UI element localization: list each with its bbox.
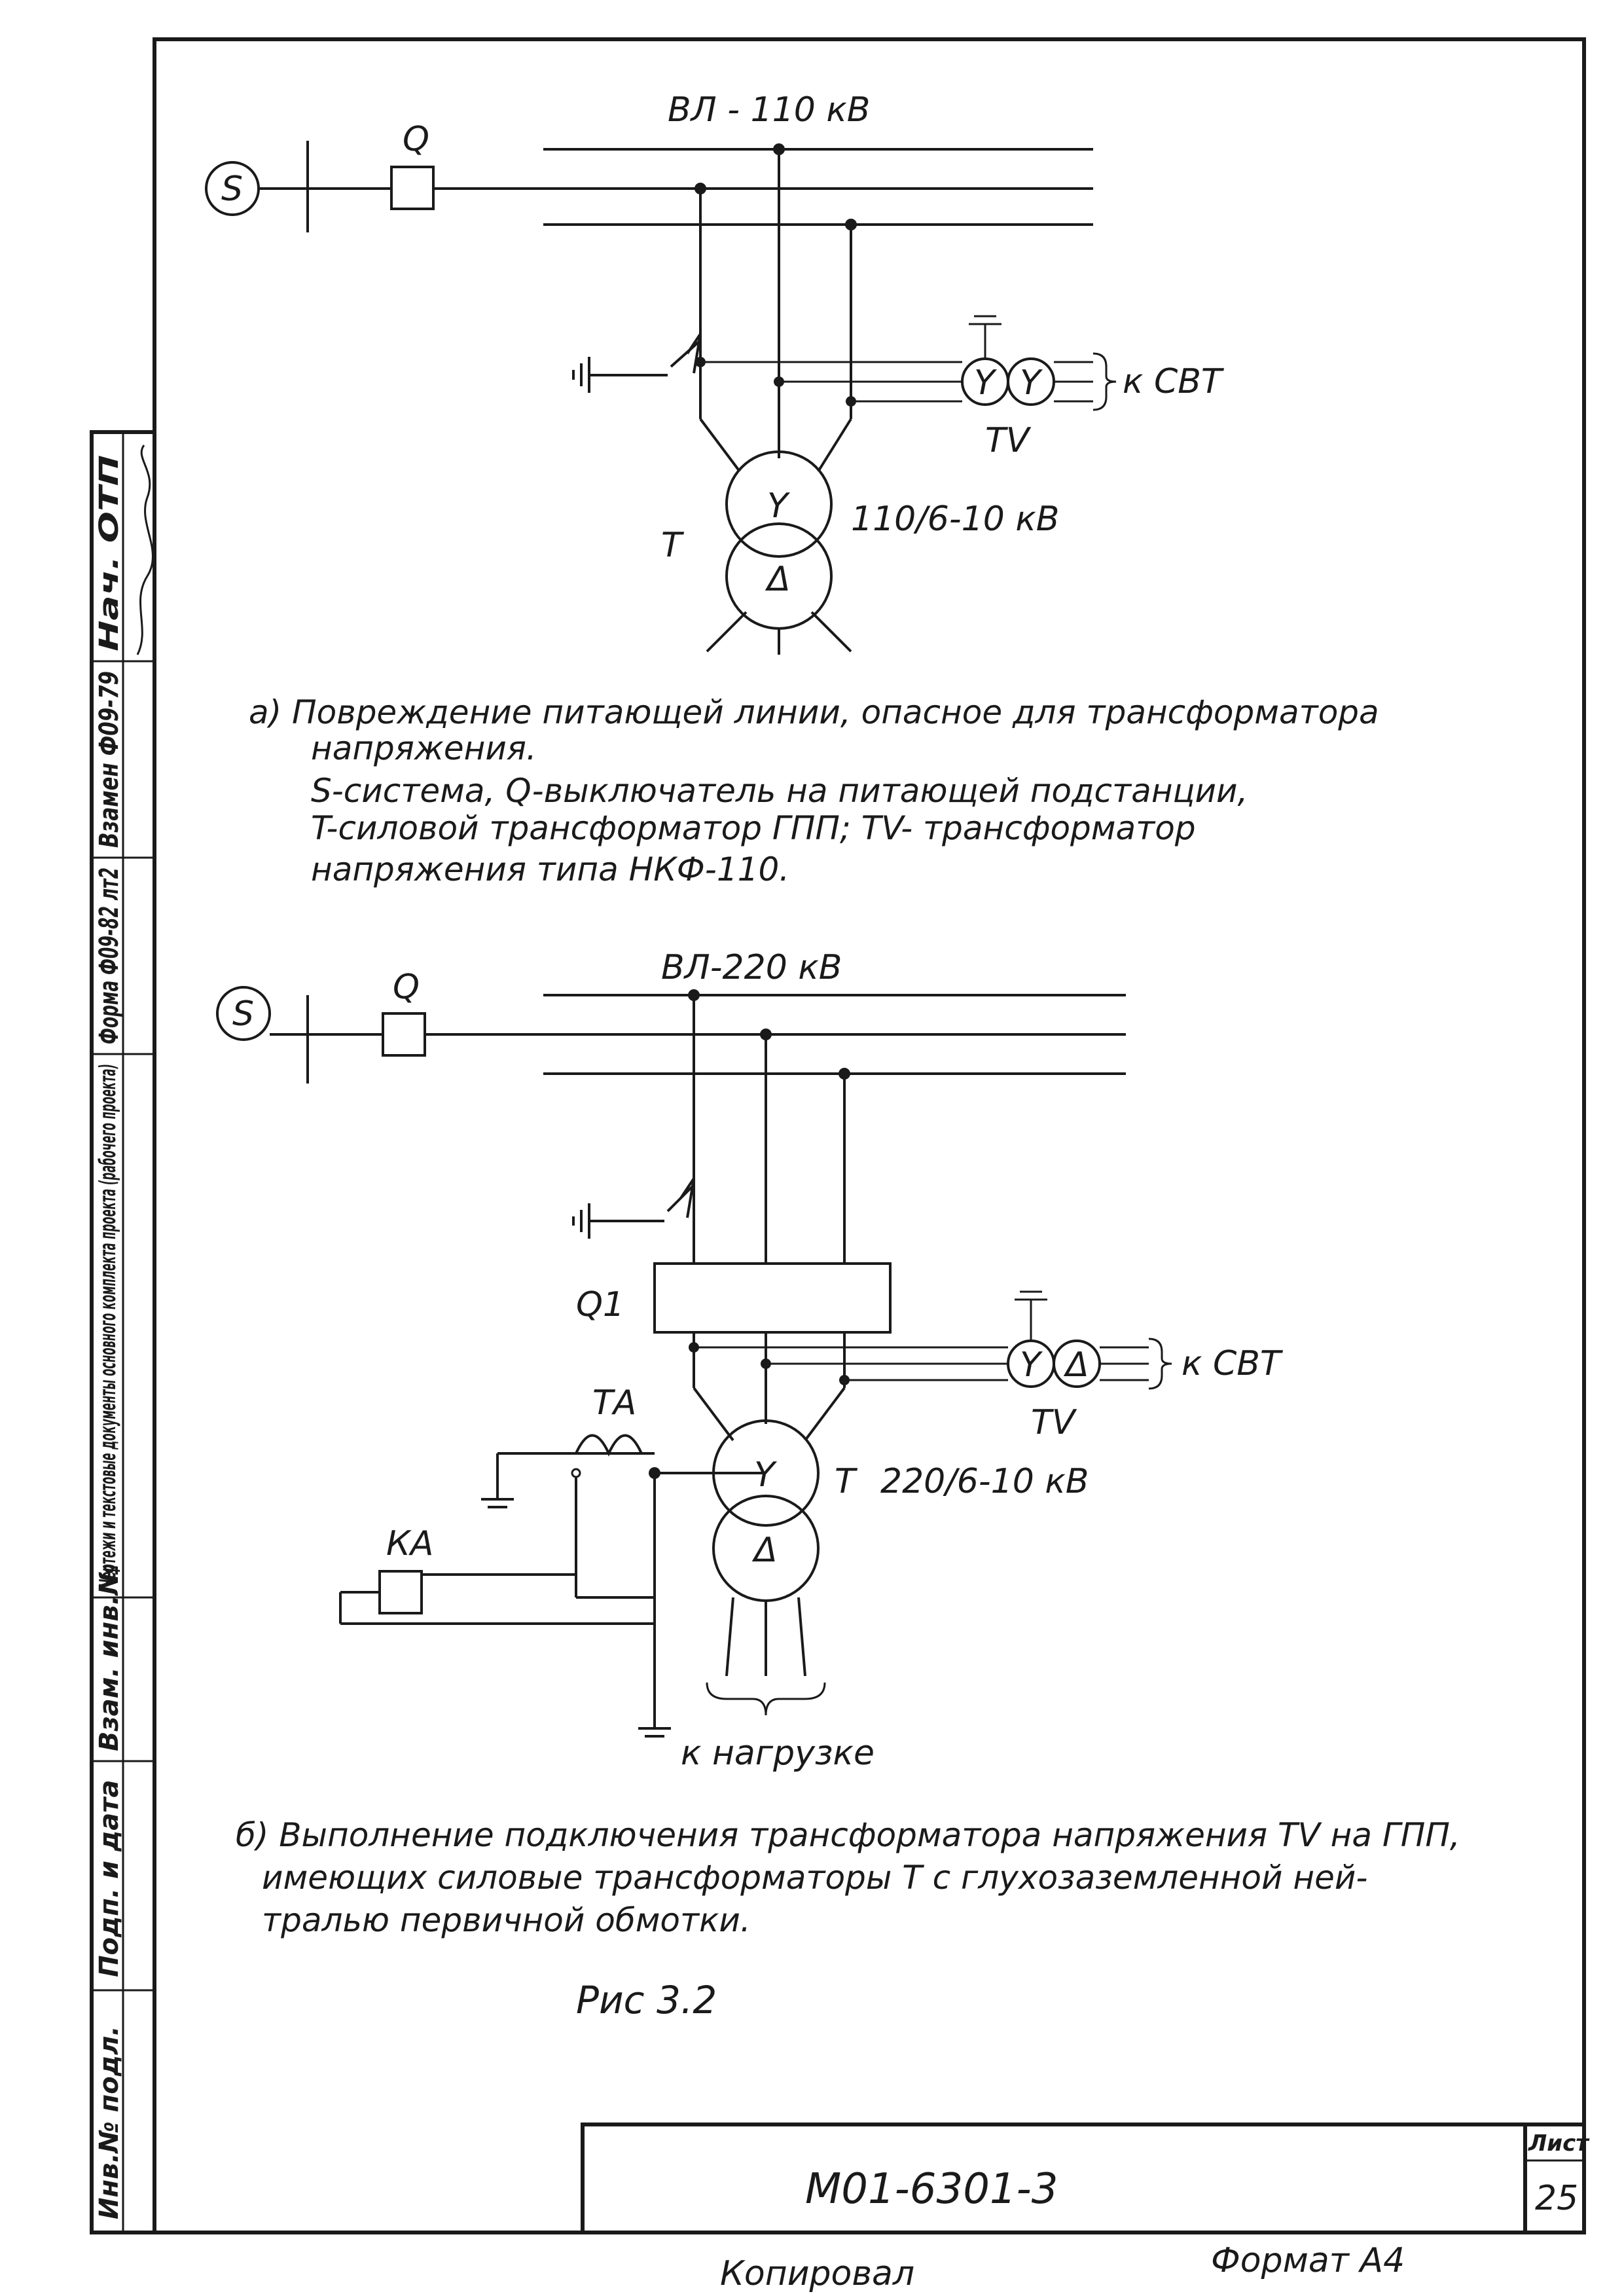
line-label-110: ВЛ - 110 кВ [668, 90, 870, 130]
svg-text:напряжения.: напряжения. [311, 729, 537, 767]
transformer-label-b: T [835, 1462, 858, 1501]
ta-label: ТА [592, 1383, 636, 1423]
caption-a: а) Повреждение питающей линии, опасное д… [249, 693, 1379, 888]
svg-text:Δ: Δ [751, 1531, 778, 1570]
title-block: М01-6301-3 Лист 25 [581, 2123, 1590, 2234]
signature-mark [136, 445, 154, 655]
side-label-inv-podl: Инв.№ подл. [94, 2026, 124, 2219]
svg-text:имеющих силовые трансформаторы: имеющих силовые трансформаторы T с глухо… [262, 1859, 1367, 1897]
side-label-nach-otp: Нач. ОТП [94, 455, 124, 651]
transformer-winding-y-a [725, 450, 833, 558]
svg-text:Y: Y [767, 486, 791, 526]
breaker-q [390, 166, 435, 210]
svg-text:S-система, Q-выключатель на пи: S-система, Q-выключатель на питающей под… [311, 772, 1248, 810]
copied-label: Копировал [720, 2254, 914, 2293]
tv-label-b: TV [1031, 1403, 1077, 1442]
side-label-vzam-inv: Взам. инв.№ [94, 1563, 124, 1751]
ka-label: КА [386, 1524, 434, 1563]
breaker-q-b [382, 1012, 426, 1057]
sheet-number: 25 [1535, 2179, 1578, 2218]
svg-text:а) Повреждение питающей линии,: а) Повреждение питающей линии, опасное д… [249, 693, 1379, 731]
breaker-q1 [653, 1262, 892, 1334]
svg-text:б) Выполнение подключения тран: б) Выполнение подключения трансформатора… [236, 1816, 1460, 1854]
tv-label-a: TV [985, 421, 1032, 460]
svg-text:Δ: Δ [765, 560, 791, 599]
caption-b: б) Выполнение подключения трансформатора… [236, 1816, 1460, 1939]
ratio-label-b: 220/6-10 кВ [880, 1462, 1089, 1501]
format-label: Формат А4 [1211, 2241, 1405, 2280]
svg-text:тралью первичной обмотки.: тралью первичной обмотки. [262, 1901, 751, 1939]
relay-ka [378, 1570, 423, 1614]
svg-text:Y: Y [974, 363, 998, 403]
doc-code: М01-6301-3 [805, 2165, 1058, 2214]
ratio-label-a: 110/6-10 кВ [851, 500, 1059, 539]
transformer-label-a: T [661, 526, 685, 565]
svg-text:напряжения типа НКФ-110.: напряжения типа НКФ-110. [311, 850, 789, 888]
source-label: S [221, 170, 243, 209]
line-label-220: ВЛ-220 кВ [661, 948, 842, 987]
diagram-b: ВЛ-220 кВ S Q Q1 [216, 948, 1460, 1939]
svg-text:Q: Q [393, 968, 420, 1007]
to-svt-label-a: к СВТ [1123, 362, 1225, 401]
side-label-forma: Форма Ф09-82 лт2 [94, 867, 124, 1044]
svg-text:T-силовой трансформатор ГПП;: T-силовой трансформатор ГПП; TV- трансфо… [311, 809, 1196, 847]
sheet-label: Лист [1528, 2130, 1590, 2157]
side-stamp: Инв.№ подл. Подп. и дата Взам. инв.№ Чер… [90, 430, 156, 2234]
svg-text:S: S [232, 994, 254, 1034]
figure-label: Рис 3.2 [576, 1978, 717, 2022]
brace-svt-a [1092, 352, 1117, 411]
svg-text:Y: Y [1020, 1345, 1043, 1385]
to-svt-label-b: к СВТ [1182, 1344, 1284, 1383]
brace-svt-b [1148, 1338, 1172, 1390]
svg-text:Y: Y [754, 1455, 778, 1495]
load-label: к нагрузке [681, 1734, 875, 1773]
current-transformer-ta [575, 1434, 643, 1457]
side-label-podp-data: Подп. и дата [94, 1780, 124, 1977]
breaker-label: Q [403, 120, 429, 159]
source-symbol-b [216, 986, 271, 1041]
q1-label: Q1 [576, 1285, 624, 1324]
side-label-drawings: Чертежи и текстовые документы основного … [95, 1064, 121, 1588]
diagram-a: ВЛ - 110 кВ S Q Y Y [205, 90, 1379, 888]
brace-load [706, 1682, 826, 1716]
svg-text:Y: Y [1020, 363, 1043, 403]
svg-text:Δ: Δ [1063, 1345, 1089, 1385]
side-label-vzamen: Взамен Ф09-79 [94, 671, 124, 848]
